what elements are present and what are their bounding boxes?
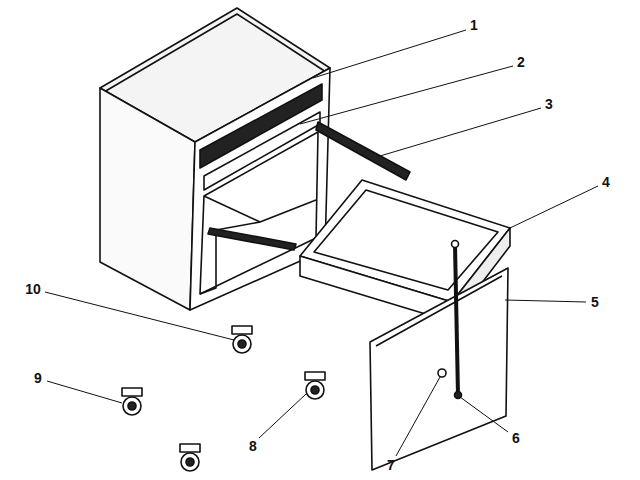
cabinet-side — [100, 88, 195, 310]
callout-number: 3 — [545, 97, 553, 111]
caster — [305, 372, 325, 399]
drawer-rail — [208, 228, 296, 250]
callout-number: 6 — [512, 431, 520, 445]
leader-lines — [45, 30, 598, 456]
shelf-edge — [204, 196, 316, 222]
callout-number: 9 — [34, 371, 42, 385]
callout-number: 10 — [25, 282, 41, 296]
callout-number: 8 — [249, 439, 257, 453]
lock — [438, 369, 446, 377]
callout-number: 1 — [470, 18, 478, 32]
caster — [232, 326, 252, 353]
callout-number: 7 — [387, 458, 395, 472]
caster — [122, 388, 142, 415]
callout-number: 2 — [517, 55, 525, 69]
lock-rod — [455, 245, 458, 395]
callout-number: 5 — [591, 295, 599, 309]
caster — [180, 444, 200, 471]
door-panel — [370, 268, 508, 470]
top-edge — [104, 14, 326, 92]
panel-edge — [376, 276, 502, 346]
callout-number: 4 — [602, 175, 610, 189]
rod-cap — [452, 241, 459, 248]
